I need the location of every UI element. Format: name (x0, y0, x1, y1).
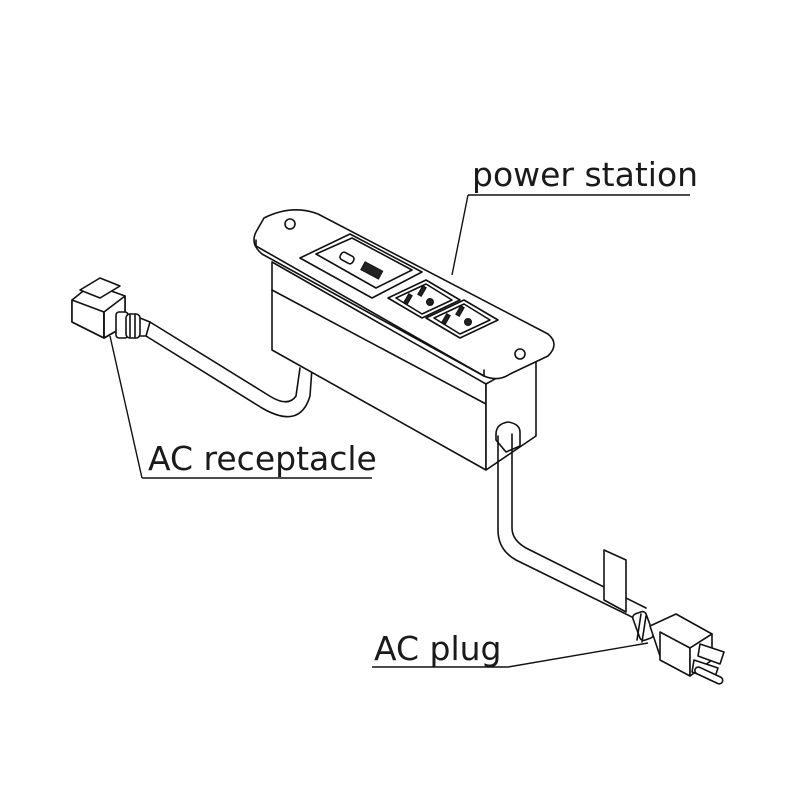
plug-ground-pin-icon (694, 666, 724, 685)
label-power-station: power station (451, 155, 698, 276)
usb-module (299, 233, 423, 299)
outlet-1-slot-right-icon (417, 284, 427, 298)
label-ac-plug: AC plug (372, 629, 649, 668)
outlet-2-slot-right-icon (455, 304, 465, 318)
ac-plug-label: AC plug (374, 629, 502, 668)
plug-blade-top-icon (697, 643, 725, 665)
screw-hole-right (514, 348, 526, 360)
usb-a-port-icon (360, 261, 384, 280)
screw-hole-left (284, 218, 296, 230)
ac-plug-connector (631, 610, 725, 685)
outlet-2-slot-left-icon (441, 312, 451, 326)
plug-cable (497, 433, 647, 621)
outlet-1-slot-left-icon (403, 292, 413, 306)
ac-receptacle-connector (71, 277, 151, 339)
usb-c-port-icon (339, 251, 355, 265)
receptacle-cable (145, 321, 313, 418)
outlet-1 (387, 279, 461, 319)
outlet-2-ground-icon (464, 318, 472, 326)
outlet-1-ground-icon (426, 298, 434, 306)
label-ac-receptacle: AC receptacle (109, 335, 377, 479)
outlet-2 (425, 299, 499, 339)
ac-receptacle-label: AC receptacle (148, 439, 377, 478)
power-station-label: power station (472, 155, 698, 194)
